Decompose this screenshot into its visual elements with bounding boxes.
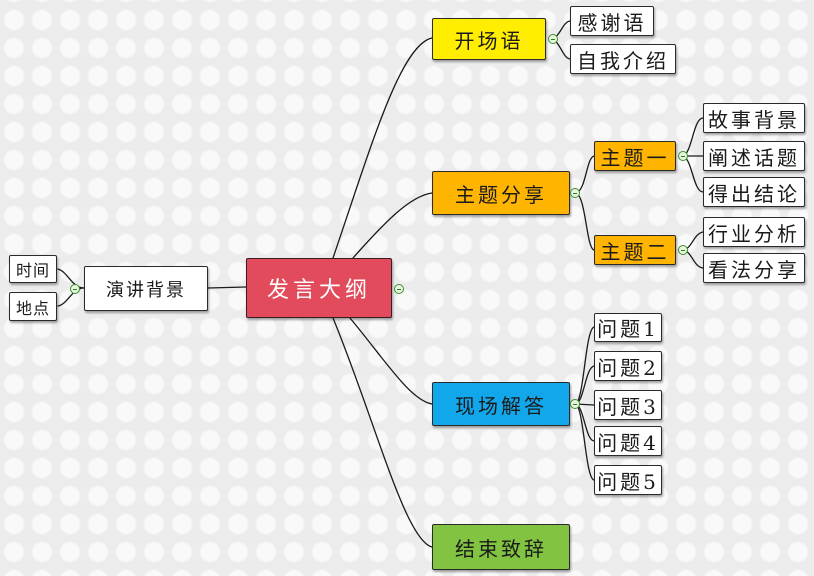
leaf-question-5[interactable]: 问题5 xyxy=(594,465,662,495)
branch-opening[interactable]: 开场语 xyxy=(432,18,546,60)
leaf-industry-analysis[interactable]: 行业分析 xyxy=(703,217,805,247)
background-child-time[interactable]: 时间 xyxy=(9,255,57,283)
root-node[interactable]: 发言大纲 xyxy=(246,258,392,318)
collapse-toggle-icon[interactable] xyxy=(394,284,404,294)
leaf-question-4[interactable]: 问题4 xyxy=(594,426,662,456)
leaf-question-2[interactable]: 问题2 xyxy=(594,351,662,381)
subtopic-two[interactable]: 主题二 xyxy=(594,235,676,265)
leaf-views-share[interactable]: 看法分享 xyxy=(703,253,805,283)
branch-speech-background[interactable]: 演讲背景 xyxy=(84,266,208,311)
collapse-toggle-icon[interactable] xyxy=(570,188,580,198)
leaf-conclusion[interactable]: 得出结论 xyxy=(703,177,805,207)
collapse-toggle-icon[interactable] xyxy=(678,245,688,255)
branch-closing[interactable]: 结束致辞 xyxy=(432,524,570,570)
branch-live-qa[interactable]: 现场解答 xyxy=(432,382,570,426)
collapse-toggle-icon[interactable] xyxy=(570,399,580,409)
leaf-story-background[interactable]: 故事背景 xyxy=(703,103,805,133)
collapse-toggle-icon[interactable] xyxy=(678,151,688,161)
branch-topic-share[interactable]: 主题分享 xyxy=(432,171,570,215)
leaf-self-intro[interactable]: 自我介绍 xyxy=(570,44,676,74)
collapse-toggle-icon[interactable] xyxy=(548,34,558,44)
leaf-explain-topic[interactable]: 阐述话题 xyxy=(703,141,805,171)
collapse-toggle-icon[interactable] xyxy=(70,284,80,294)
background-child-place[interactable]: 地点 xyxy=(9,292,57,321)
leaf-question-3[interactable]: 问题3 xyxy=(594,390,662,420)
leaf-thanks[interactable]: 感谢语 xyxy=(570,6,654,36)
subtopic-one[interactable]: 主题一 xyxy=(594,141,676,171)
leaf-question-1[interactable]: 问题1 xyxy=(594,313,662,342)
